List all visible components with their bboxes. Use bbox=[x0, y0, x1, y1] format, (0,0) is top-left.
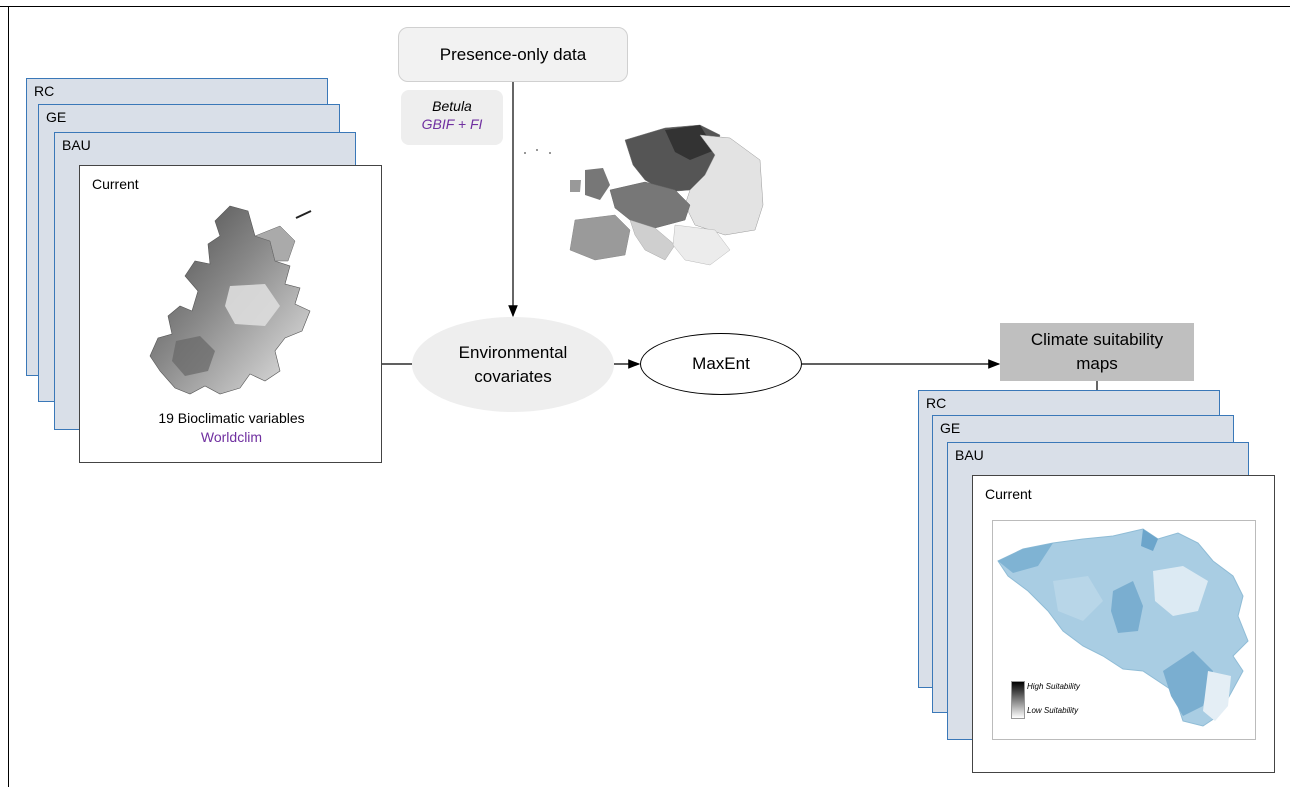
legend-low-label: Low Suitability bbox=[1027, 706, 1079, 715]
presence-only-data-box: Presence-only data bbox=[398, 27, 628, 82]
input-caption-source: Worldclim bbox=[200, 429, 263, 445]
covariates-line1: Environmental bbox=[458, 342, 568, 362]
presence-only-data-title: Presence-only data bbox=[439, 44, 587, 64]
belgium-suitability-map: High Suitability Low Suitability bbox=[992, 520, 1256, 740]
presence-source-box: Betula GBIF + FI bbox=[401, 90, 503, 145]
europe-occurrence-map bbox=[524, 124, 764, 266]
output-layer-current-label: Current bbox=[985, 486, 1032, 502]
input-caption-title: 19 Bioclimatic variables bbox=[158, 410, 305, 426]
maxent-label: MaxEnt bbox=[692, 354, 750, 373]
belgium-map-shape bbox=[997, 528, 1249, 727]
suitability-title-line1: Climate suitability bbox=[1030, 330, 1164, 349]
covariates-line2: covariates bbox=[474, 366, 552, 386]
maxent-node: MaxEnt bbox=[640, 333, 802, 395]
presence-data-source: GBIF + FI bbox=[421, 116, 483, 132]
frame-top-border bbox=[0, 6, 1290, 7]
input-layer-current: Current 19 Bioclimatic variables Worldcl… bbox=[79, 165, 382, 463]
frame-left-border bbox=[8, 6, 9, 787]
legend-gradient bbox=[1011, 681, 1025, 719]
input-layer-rc-label: RC bbox=[34, 83, 55, 99]
legend-high-label: High Suitability bbox=[1027, 682, 1080, 691]
input-layer-ge-label: GE bbox=[46, 109, 67, 125]
input-layer-bau-label: BAU bbox=[62, 137, 91, 153]
europe-bioclimatic-map bbox=[149, 205, 312, 395]
output-layer-current: Current High Suitability Low Suitability bbox=[972, 475, 1275, 773]
input-layer-current-label: Current bbox=[92, 176, 139, 192]
environmental-covariates-node: Environmental covariates bbox=[412, 317, 614, 412]
output-layer-ge-label: GE bbox=[940, 420, 961, 436]
output-layer-rc-label: RC bbox=[926, 395, 947, 411]
output-layer-bau-label: BAU bbox=[955, 447, 984, 463]
suitability-title-line2: maps bbox=[1076, 354, 1118, 373]
presence-species-name: Betula bbox=[432, 98, 472, 114]
climate-suitability-maps-box: Climate suitability maps bbox=[1000, 323, 1194, 381]
